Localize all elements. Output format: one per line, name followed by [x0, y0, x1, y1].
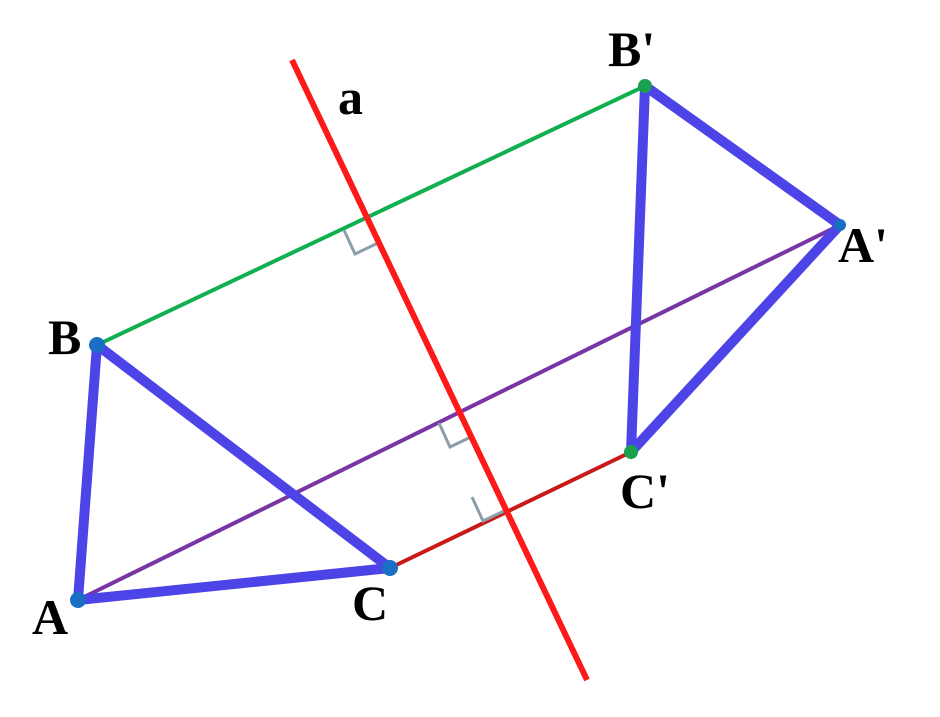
point-Bprime	[638, 79, 652, 93]
point-Cprime	[624, 445, 638, 459]
point-B	[89, 337, 105, 353]
reflection-axis-a	[289, 58, 590, 682]
label-B: B	[48, 309, 81, 365]
right-angle-mark-C	[470, 496, 507, 524]
point-Aprime	[834, 219, 846, 231]
segment-B-Bprime	[96, 84, 646, 347]
label-A: A	[32, 589, 68, 645]
label-Cprime: C'	[620, 463, 670, 519]
point-A	[70, 592, 86, 608]
point-C	[382, 560, 398, 576]
segment-C-Cprime	[389, 450, 632, 570]
triangle-AprimeBprimeCprime	[626, 81, 845, 457]
triangle-ABC	[73, 340, 395, 605]
label-C: C	[352, 575, 388, 631]
label-Bprime: B'	[608, 21, 655, 77]
right-angle-mark-B	[342, 229, 379, 257]
label-axis-a: a	[338, 69, 363, 125]
right-angle-mark-A	[437, 422, 474, 450]
label-Aprime: A'	[838, 217, 888, 273]
